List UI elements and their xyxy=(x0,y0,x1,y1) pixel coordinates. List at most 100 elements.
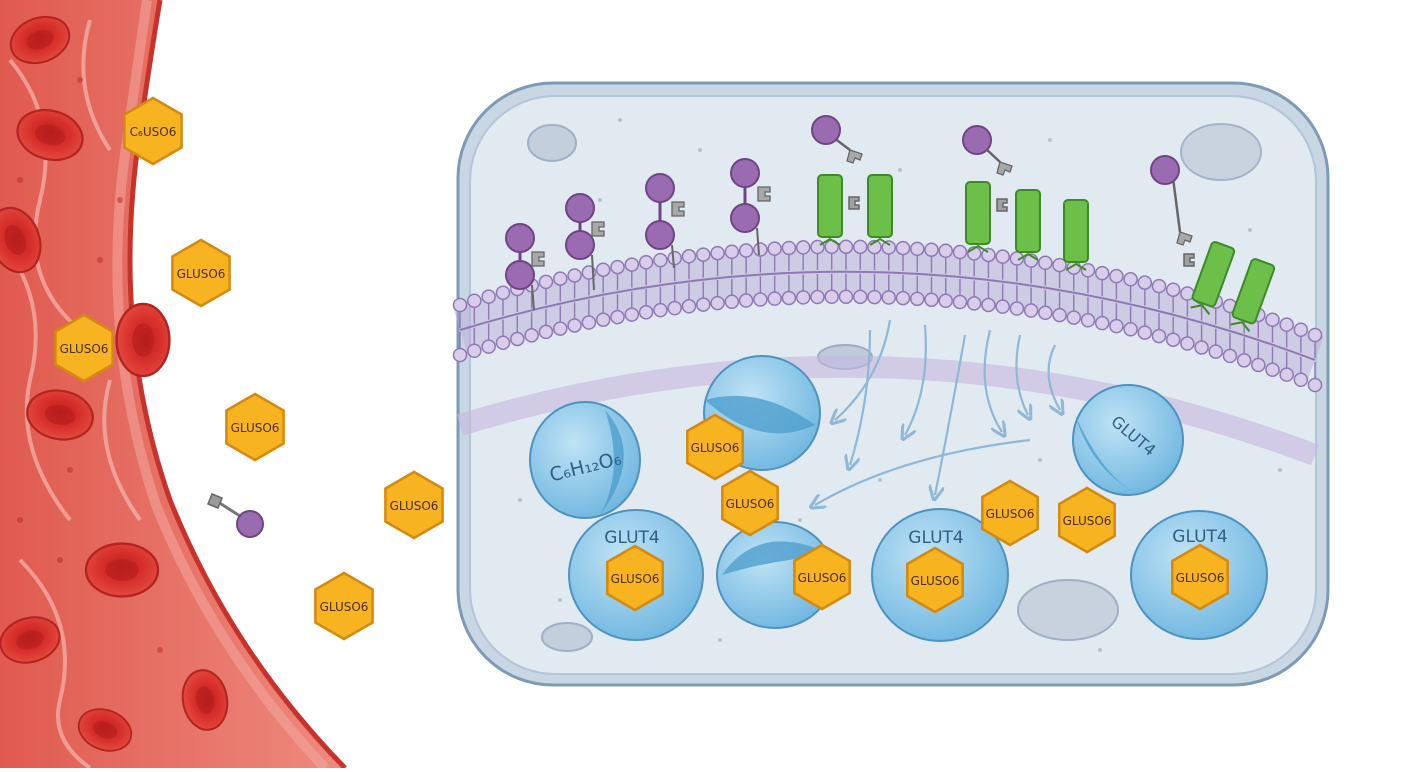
free-insulin-molecule xyxy=(207,493,264,538)
lipid-head xyxy=(995,299,1010,314)
insulin-molecule xyxy=(811,115,863,164)
lipid-head xyxy=(653,302,668,318)
lipid-head xyxy=(938,293,953,309)
glucose-label: GLUSO6 xyxy=(1063,514,1112,528)
lipid-head xyxy=(1251,357,1266,373)
insulin-key-icon xyxy=(996,198,1008,212)
lipid-head xyxy=(495,285,511,300)
lipid-head xyxy=(1180,336,1195,351)
lipid-head xyxy=(1137,275,1153,290)
insulin-key-icon xyxy=(531,251,545,267)
lipid-head xyxy=(481,289,496,304)
lipid-head xyxy=(966,296,982,311)
lipid-head xyxy=(981,247,996,263)
lipid-head xyxy=(895,290,911,306)
lipid-head xyxy=(767,241,782,256)
insulin-key-icon xyxy=(671,201,685,217)
lipid-head xyxy=(667,300,682,316)
lipid-head xyxy=(553,321,568,336)
glucose-label: GLUSO6 xyxy=(177,267,226,281)
lipid-head xyxy=(1265,312,1280,327)
insulin-molecule xyxy=(645,173,685,269)
lipid-head xyxy=(624,307,640,322)
lipid-head xyxy=(667,250,682,266)
lipid-head xyxy=(624,257,640,272)
lipid-head xyxy=(1293,322,1309,337)
glucose-hexagon-icon: GLUSO6 xyxy=(1058,486,1116,554)
lipid-head xyxy=(1165,282,1181,297)
lipid-head xyxy=(824,289,839,305)
insulin-molecule xyxy=(1150,155,1193,246)
organelle-icon xyxy=(527,124,577,162)
lipid-head xyxy=(553,271,568,286)
lipid-head xyxy=(567,268,582,283)
lipid-head xyxy=(1307,327,1323,343)
glucose-label: GLUSO6 xyxy=(320,600,369,614)
insulin-key-icon xyxy=(1176,231,1193,246)
glucose-hexagon-icon: GLUSO6 xyxy=(225,392,285,462)
glucose-label: GLUSO6 xyxy=(390,499,439,513)
lipid-head xyxy=(1293,372,1309,387)
lipid-head xyxy=(952,244,968,260)
glucose-label: GLUSO6 xyxy=(1176,571,1225,585)
organelle-icon xyxy=(541,622,593,652)
blood-vessel xyxy=(0,0,347,772)
lipid-head xyxy=(538,324,554,340)
glucose-hexagon-icon: GLUSO6 xyxy=(981,479,1039,547)
organelle-icon xyxy=(1180,123,1262,181)
glucose-label: GLUSO6 xyxy=(911,574,960,588)
lipid-head xyxy=(924,292,939,307)
lipid-head xyxy=(524,328,539,343)
lipid-head xyxy=(881,290,896,305)
glucose-label: GLUSO6 xyxy=(798,571,847,585)
insulin-receptor-icon xyxy=(817,174,843,246)
lipid-head xyxy=(753,292,768,307)
glut4-label: GLUT4 xyxy=(908,528,963,548)
organelle-icon xyxy=(1017,579,1119,641)
lipid-head xyxy=(595,262,611,277)
glucose-hexagon-icon: GLUSO6 xyxy=(606,544,664,612)
lipid-head xyxy=(1009,251,1025,266)
lipid-head xyxy=(1208,344,1224,359)
red-blood-cell-icon xyxy=(115,302,171,378)
insulin-receptor-icon xyxy=(1190,241,1236,315)
lipid-head xyxy=(452,297,468,313)
lipid-head xyxy=(696,297,711,312)
lipid-head xyxy=(452,347,468,363)
lipid-head xyxy=(1151,278,1167,294)
lipid-head xyxy=(1038,255,1053,270)
lipid-head xyxy=(867,289,882,305)
lipid-head xyxy=(1052,307,1067,323)
lipid-head xyxy=(710,245,725,261)
insulin-key-icon xyxy=(207,493,223,509)
lipid-head xyxy=(653,252,668,268)
lipid-head xyxy=(1279,367,1294,382)
insulin-key-icon xyxy=(591,221,605,237)
glucose-label: GLUSO6 xyxy=(611,572,660,586)
glucose-hexagon-icon: GLUSO6 xyxy=(314,571,374,641)
lipid-head xyxy=(781,240,797,256)
glut4-vesicle-icon: GLUT4 xyxy=(1072,384,1184,496)
lipid-head xyxy=(481,339,496,354)
lipid-head xyxy=(1307,377,1323,393)
lipid-head xyxy=(838,289,854,304)
lipid-head xyxy=(1094,265,1110,281)
glut4-label: GLUT4 xyxy=(1172,527,1227,547)
lipid-head xyxy=(795,290,811,305)
lipid-head xyxy=(1023,303,1039,318)
lipid-head xyxy=(1137,325,1153,340)
lipid-head xyxy=(724,294,740,309)
glut4-label: GLUT4 xyxy=(604,528,659,548)
lipid-head xyxy=(895,240,911,256)
lipid-head xyxy=(1123,322,1138,337)
glucose-label: GLUSO6 xyxy=(60,342,109,356)
glucose-hexagon-icon: GLUSO6 xyxy=(686,413,744,481)
glucose-flow-arrows xyxy=(815,319,1060,505)
glucose-molecules: C₆USO6GLUSO6GLUSO6GLUSO6GLUSO6GLUSO6GLUS… xyxy=(54,96,1229,641)
lipid-head xyxy=(610,309,625,325)
insulin-receptors xyxy=(817,174,1276,332)
insulin-molecule xyxy=(505,223,545,311)
cytoplasm-speckles xyxy=(518,118,1282,652)
lipid-head xyxy=(952,294,968,310)
